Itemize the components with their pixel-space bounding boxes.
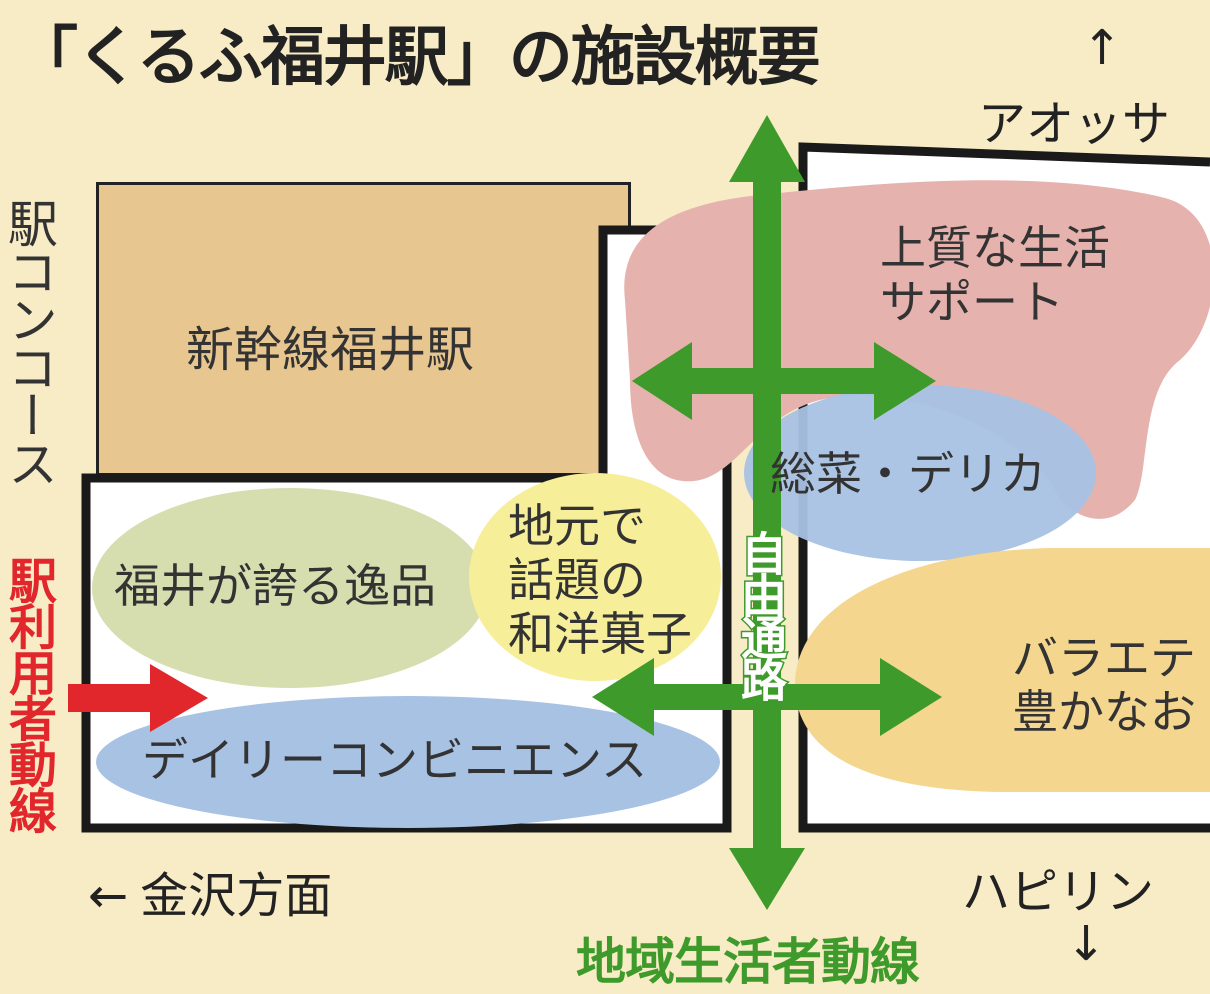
variety-zone bbox=[794, 548, 1210, 792]
lower-horizontal-arrow bbox=[592, 658, 942, 736]
deli-label: 総菜・デリカ bbox=[770, 447, 1046, 501]
daily-convenience-label: デイリーコンビニエンス bbox=[142, 733, 648, 787]
local-sweets-line-3: 和洋菓子 bbox=[508, 606, 692, 661]
fukui-specialties-label: 福井が誇る逸品 bbox=[114, 559, 436, 613]
west-arrow-icon: ← bbox=[88, 868, 129, 924]
free-passage-arrow bbox=[729, 115, 805, 910]
south-direction-label: ハピリン bbox=[962, 864, 1155, 920]
lifestyle-support-label: 上質な生活 サポート bbox=[880, 221, 1110, 330]
variety-line-1: バラエテ bbox=[1012, 631, 1196, 685]
west-direction: ←金沢方面 bbox=[88, 856, 332, 926]
variety-label: バラエテ 豊かなお bbox=[1012, 631, 1196, 740]
north-arrow-icon: ↑ bbox=[1082, 20, 1123, 76]
station-concourse-label: 駅コンコース bbox=[0, 198, 58, 486]
station-users-arrow bbox=[68, 664, 208, 732]
daily-convenience-zone bbox=[96, 696, 720, 828]
north-direction-label: アオッサ bbox=[978, 96, 1171, 152]
local-sweets-zone bbox=[469, 473, 721, 681]
lifestyle-support-line-1: 上質な生活 bbox=[880, 221, 1110, 275]
local-residents-flow-label: 地域生活者動線 bbox=[576, 933, 920, 991]
variety-line-2: 豊かなお bbox=[1012, 684, 1196, 739]
upper-horizontal-arrow bbox=[632, 342, 936, 420]
free-passage-label: 自由通路 bbox=[733, 529, 790, 700]
lifestyle-support-line-2: サポート bbox=[880, 274, 1064, 329]
deli-zone bbox=[744, 385, 1096, 561]
local-sweets-line-2: 話題の bbox=[508, 552, 646, 607]
south-arrow-icon: ↓ bbox=[1066, 916, 1107, 972]
fukui-specialties-zone bbox=[92, 488, 488, 688]
station-users-flow-label: 駅利用者動線 bbox=[0, 556, 56, 832]
shinkansen-station-label: 新幹線福井駅 bbox=[186, 322, 475, 378]
local-sweets-label: 地元で 話題の 和洋菓子 bbox=[508, 499, 692, 661]
shinkansen-station-block bbox=[96, 182, 631, 476]
page-title: 「くるふ福井駅」の施設概要 bbox=[14, 21, 821, 95]
west-direction-label: 金沢方面 bbox=[140, 868, 333, 924]
local-sweets-line-1: 地元で bbox=[508, 499, 646, 553]
